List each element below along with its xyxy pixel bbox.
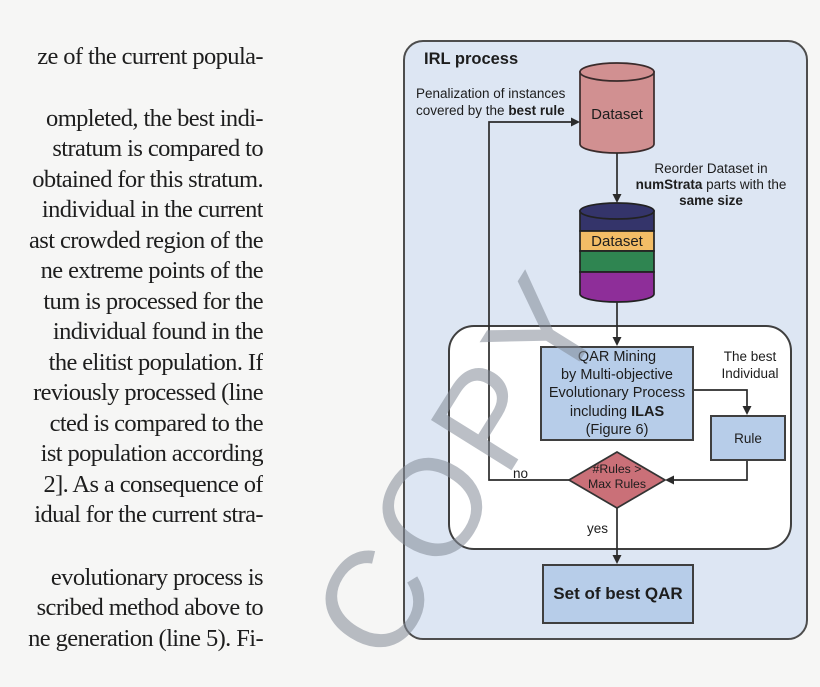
article-line: individual in the current [41, 196, 263, 223]
qar-mining-node: QAR Mining by Multi-objective Evolutiona… [540, 346, 694, 441]
decision-yes-label: yes [587, 521, 609, 536]
irl-process-diagram: IRL process [403, 40, 808, 640]
arrowhead-icon [742, 406, 752, 415]
article-line: ompleted, the best indi- [46, 104, 263, 132]
stratified-dataset-cylinder [579, 202, 655, 303]
arrowhead-icon [612, 194, 622, 203]
penalization-label: Penalization of instances covered by the… [416, 86, 566, 118]
article-text-column: ze of the current popula- ompleted, the … [0, 42, 263, 676]
dataset-label: Dataset [591, 106, 643, 123]
dataset-cylinder-top [579, 62, 655, 82]
reorder-label: Reorder Dataset in numStrata parts with … [635, 161, 787, 208]
qar-to-rule-connector [694, 389, 748, 408]
article-line: evolutionary process is [50, 563, 263, 591]
article-line: reviously processed (line [33, 379, 263, 406]
article-line: obtained for this stratum. [32, 165, 263, 193]
article-line: the elitist population. If [48, 348, 263, 376]
stratified-cylinder-top [579, 202, 655, 220]
dataset-cylinder-body [579, 71, 655, 154]
article-line: 2]. As a consequence of [43, 470, 263, 498]
article-line: tum is processed for the [43, 287, 263, 315]
rule-node: Rule [710, 415, 786, 461]
arrowhead-icon [612, 337, 622, 346]
article-line: idual for the current stra- [34, 501, 263, 528]
article-line: stratum is compared to [52, 135, 263, 162]
flowchart-shapes [488, 62, 752, 564]
decision-label: #Rules > Max Rules [587, 462, 647, 491]
dataset-cylinder [579, 62, 655, 154]
article-line: ne generation (line 5). Fi- [28, 624, 263, 652]
set-of-best-qar-node: Set of best QAR [542, 564, 694, 624]
best-individual-label: The best Individual [721, 349, 779, 381]
article-line: ist population according [40, 440, 263, 467]
stratum-band-purple [579, 271, 655, 303]
rule-to-decision-connector [672, 461, 748, 481]
article-line: scribed method above to [36, 594, 263, 621]
stratified-dataset-label: Dataset [591, 233, 643, 250]
diagram-title: IRL process [424, 50, 519, 68]
article-line: cted is compared to the [49, 409, 263, 437]
arrowhead-icon [612, 555, 622, 564]
article-line: individual found in the [52, 318, 263, 345]
stratum-band-green [579, 250, 655, 273]
article-line: ne extreme points of the [40, 257, 263, 284]
decision-no-label: no [513, 466, 529, 481]
article-line: ze of the current popula- [37, 43, 263, 70]
arrowhead-icon [571, 117, 580, 127]
feedback-connector [488, 121, 573, 481]
article-line: ast crowded region of the [29, 226, 263, 254]
arrowhead-icon [665, 475, 674, 485]
